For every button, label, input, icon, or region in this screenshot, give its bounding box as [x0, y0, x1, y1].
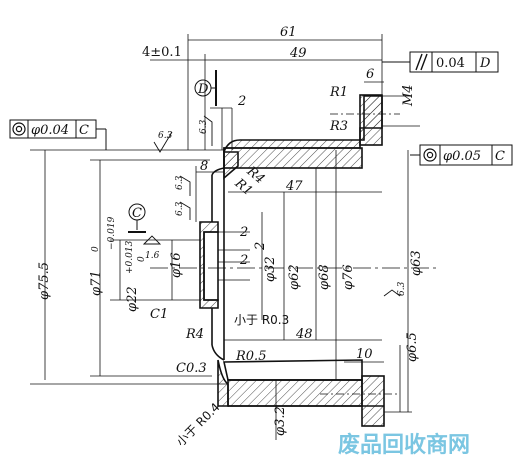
datum-d-label: D — [197, 82, 209, 97]
dia-68: φ68 — [317, 264, 332, 290]
watermark: 废品回收商网 — [338, 432, 470, 458]
roughness-1: 6.3 — [158, 131, 173, 141]
dim-8: 8 — [200, 159, 208, 174]
dim-2d: 2 — [239, 253, 248, 268]
dia-22: φ22 — [125, 286, 140, 312]
coax2-value: φ0.05 — [443, 149, 481, 164]
tolerance-frame-coax2: φ0.05 C — [410, 144, 513, 166]
chamfer-c03: C0.3 — [176, 361, 207, 376]
radius-r3: R3 — [329, 119, 348, 134]
dia-71-tol-up: 0 — [91, 246, 101, 252]
part-section — [150, 94, 440, 427]
datum-c: C — [128, 203, 146, 233]
coax1-value: φ0.04 — [31, 123, 69, 138]
tolerance-frame-parallel: 0.04 D — [382, 51, 499, 73]
dia-16: φ16 — [169, 252, 184, 278]
roughness-6: 1.6 — [145, 251, 160, 261]
dia-75-5: φ75.5 — [37, 262, 52, 300]
dim-61: 61 — [280, 25, 297, 40]
radius-r1-top: R1 — [329, 85, 348, 100]
radius-r03: 小于 R0.3 — [234, 313, 289, 327]
datum-c-label: C — [132, 206, 142, 221]
roughness-2: 6.3 — [199, 119, 209, 134]
coax2-datum: C — [495, 149, 505, 164]
dia-63: φ63 — [409, 250, 424, 276]
dim-47: 47 — [285, 179, 303, 194]
radius-r4-bottom: R4 — [185, 327, 204, 342]
dimension-texts: 61 49 4±0.1 6 2 8 47 2 2 2 48 10 R1 R3 R… — [37, 25, 424, 449]
thread-m4: M4 — [401, 84, 416, 107]
dia-3-2: φ3.2 — [273, 406, 288, 436]
chamfer-c1: C1 — [150, 307, 168, 322]
tolerance-frame-coax1: φ0.04 C — [9, 119, 107, 150]
parallel-value: 0.04 — [436, 56, 465, 71]
dia-22-tol-up: +0.013 — [125, 240, 135, 274]
dim-2a: 2 — [237, 94, 246, 109]
dia-6-5: φ6.5 — [405, 332, 420, 362]
dim-2b: 2 — [239, 225, 248, 240]
dim-4-tol: 4±0.1 — [142, 45, 182, 60]
radius-r05: R0.5 — [235, 349, 266, 364]
dia-22-tol-dn: 0 — [137, 256, 147, 262]
dia-32: φ32 — [263, 256, 278, 282]
dimension-lines — [30, 34, 420, 440]
parallel-datum: D — [479, 56, 491, 71]
roughness-7: 6.3 — [397, 281, 407, 296]
dim-6: 6 — [366, 67, 374, 82]
dia-71: φ71 — [89, 270, 104, 296]
dim-49: 49 — [289, 46, 307, 61]
roughness-symbols — [142, 115, 401, 297]
datum-d: D — [194, 70, 217, 106]
dia-76: φ76 — [341, 264, 356, 290]
dia-62: φ62 — [287, 264, 302, 290]
dim-48: 48 — [295, 327, 313, 342]
dia-71-tol-dn: −0.019 — [107, 216, 117, 250]
dim-2c: 2 — [253, 242, 268, 251]
dim-10: 10 — [356, 347, 373, 362]
coax1-datum: C — [79, 123, 89, 138]
roughness-4: 6.3 — [175, 201, 185, 216]
roughness-3: 6.3 — [175, 175, 185, 190]
radius-r04: 小于 R0.4 — [174, 400, 223, 449]
